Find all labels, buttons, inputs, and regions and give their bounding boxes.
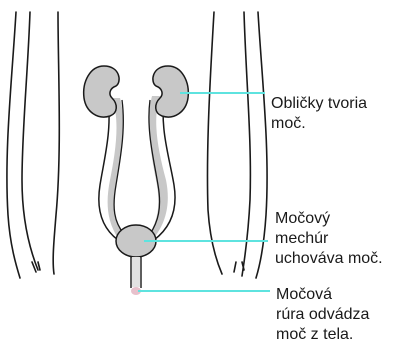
right-outer-body-line	[256, 12, 267, 278]
kidneys-label: Obličky tvoria moč.	[271, 94, 367, 134]
urethra-label-line-2: rúra odvádza	[276, 305, 369, 325]
bladder-label-line-3: uchováva moč.	[275, 249, 383, 269]
urethra-label: Močová rúra odvádza moč z tela.	[276, 285, 369, 345]
urethra-label-line-1: Močová	[276, 285, 369, 305]
right-kidney	[153, 66, 188, 117]
left-leg-line	[53, 12, 59, 274]
right-inner-body-line	[207, 12, 222, 274]
left-outer-body-line	[7, 12, 20, 278]
urethra-fill	[132, 257, 140, 287]
urethra-label-line-3: moč z tela.	[276, 325, 369, 345]
bladder-label-line-2: mechúr	[275, 229, 383, 249]
kidneys	[84, 66, 189, 117]
left-kidney	[84, 66, 119, 117]
kidneys-label-line-1: Obličky tvoria	[271, 94, 367, 114]
kidneys-label-line-2: moč.	[271, 114, 367, 134]
ureters	[99, 96, 175, 240]
right-leg-line	[242, 12, 250, 276]
bladder-label-line-1: Močový	[275, 209, 383, 229]
urethra	[131, 256, 141, 295]
left-inner-body-line	[22, 12, 38, 270]
bladder-label: Močový mechúr uchováva moč.	[275, 209, 383, 269]
